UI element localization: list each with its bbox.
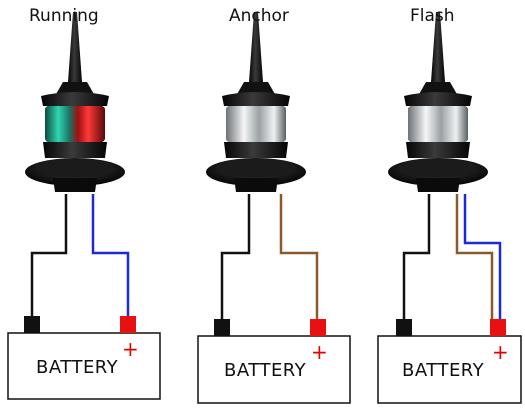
anchor-ground-wire <box>220 194 251 321</box>
running-positive-terminal <box>120 316 136 333</box>
anchor-battery-label: BATTERY <box>224 360 307 381</box>
flash-battery <box>377 335 522 404</box>
running-title: Running <box>29 6 99 26</box>
running-negative-terminal <box>24 316 40 333</box>
anchor-battery <box>197 335 351 404</box>
anchor-positive-terminal <box>310 319 326 336</box>
flash-light-icon <box>387 11 489 193</box>
anchor-positive-wire <box>279 194 319 321</box>
anchor-lens <box>226 106 286 142</box>
flash-negative-terminal <box>396 319 412 336</box>
flash-title: Flash <box>410 6 455 26</box>
flash-positive-terminal <box>490 319 506 336</box>
diagram-flash <box>377 11 522 404</box>
flash-ground-wire <box>402 194 431 321</box>
running-plus-sign: + <box>122 337 139 361</box>
diagram-anchor <box>197 11 351 404</box>
anchor-plus-sign: + <box>311 340 328 364</box>
flash-positive-wire-brown <box>455 194 494 321</box>
running-positive-wire <box>91 194 130 318</box>
flash-plus-sign: + <box>492 340 509 364</box>
running-battery-label: BATTERY <box>36 357 119 378</box>
running-light-icon <box>24 11 126 193</box>
anchor-title: Anchor <box>229 6 289 26</box>
anchor-negative-terminal <box>214 319 230 336</box>
running-battery <box>7 332 161 400</box>
running-lens <box>45 106 105 142</box>
flash-battery-label: BATTERY <box>402 360 485 381</box>
flash-lens <box>408 106 468 142</box>
diagram-running <box>7 11 161 400</box>
anchor-light-icon <box>205 11 307 193</box>
running-ground-wire <box>30 194 68 318</box>
flash-positive-wire-blue <box>463 194 502 321</box>
